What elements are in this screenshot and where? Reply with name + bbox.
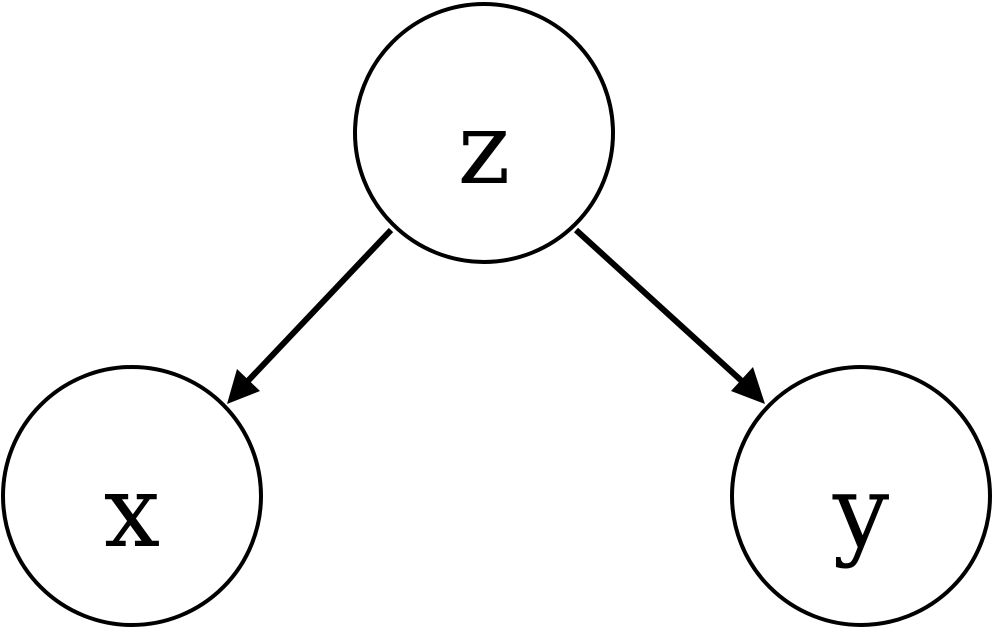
node-x: x (1, 365, 263, 627)
node-y-label: y (832, 453, 890, 570)
edge-z-to-y (573, 227, 765, 404)
node-y: y (730, 365, 992, 627)
node-y-circle (730, 365, 992, 627)
node-z-circle (353, 2, 615, 264)
edge-z-to-y-line (573, 227, 748, 387)
edge-z-to-x-arrowhead (227, 369, 260, 404)
edge-z-to-x (227, 227, 394, 404)
node-z-label: z (458, 90, 511, 207)
node-z: z (353, 2, 615, 264)
edge-z-to-y-arrowhead (731, 367, 765, 404)
node-x-label: x (104, 453, 160, 570)
node-x-circle (1, 365, 263, 627)
edge-z-to-x-line (243, 227, 394, 386)
